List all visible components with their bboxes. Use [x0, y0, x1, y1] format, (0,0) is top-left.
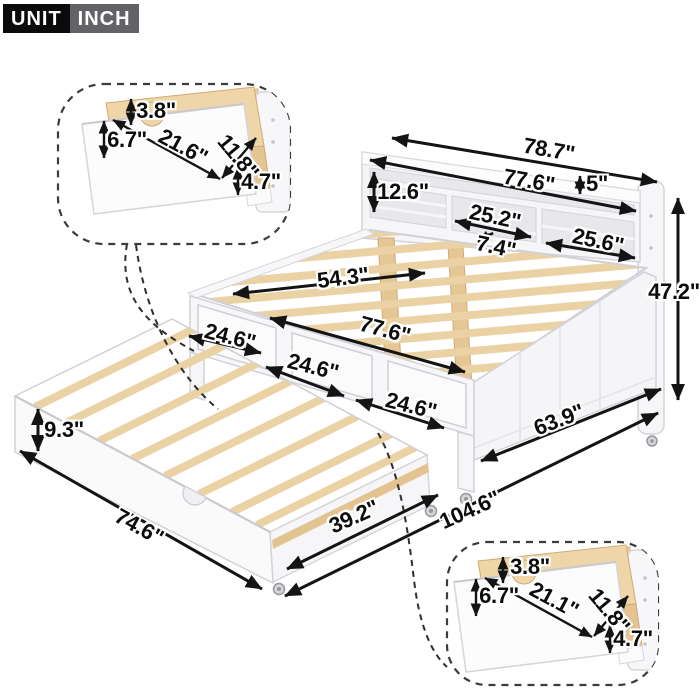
callout-br-drawer-side-height: 4.7": [613, 626, 653, 651]
drawer-callout-bottom-right: [445, 540, 660, 687]
dim-trundle-height: 9.3": [44, 417, 84, 442]
unit-label: UNIT: [3, 4, 70, 33]
unit-badge: UNIT INCH: [3, 4, 139, 33]
dimension-arrows: [19, 133, 685, 598]
callout-tl-top-rail-height: 3.8": [136, 98, 176, 123]
dim-headboard-height: 12.6": [377, 179, 429, 204]
dim-top-shelf-height: 5": [585, 171, 609, 196]
drawer-callout-top-left: [56, 82, 292, 246]
inch-label: INCH: [69, 4, 139, 33]
callout-tl-drawer-side-height: 4.7": [241, 169, 281, 194]
callout-br-top-rail-height: 3.8": [510, 554, 550, 579]
callout-br-drawer-front-height: 6.7": [479, 583, 519, 608]
callout-tl-drawer-front-height: 6.7": [107, 127, 147, 152]
small-dimension-arrows: [477, 175, 586, 245]
dim-overall-height: 47.2": [648, 279, 700, 304]
